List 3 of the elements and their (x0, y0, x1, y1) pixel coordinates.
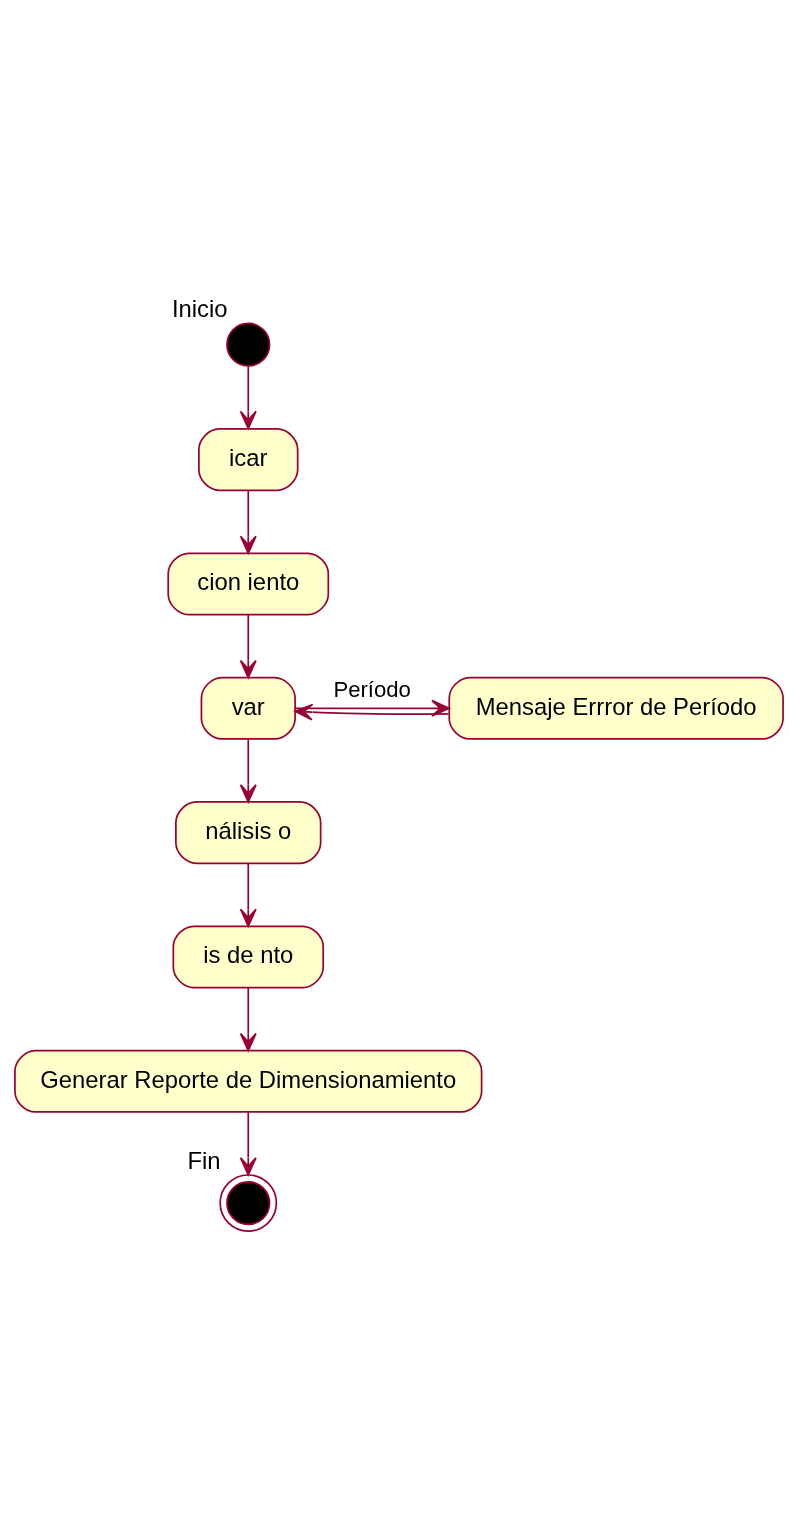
node-label: Inicio (171, 294, 228, 322)
edge-label: Período (333, 676, 411, 702)
node-label: Fin (187, 1146, 221, 1174)
